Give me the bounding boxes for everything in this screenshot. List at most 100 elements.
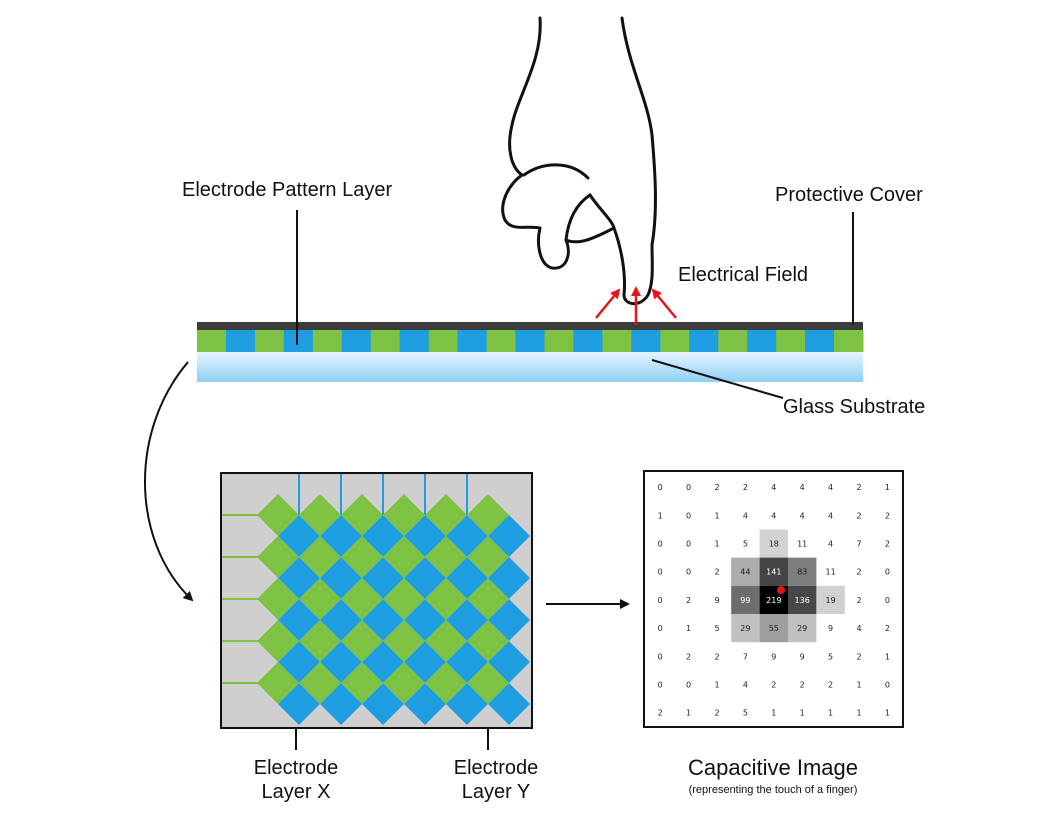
capacitive-cell-value: 1 <box>800 709 805 718</box>
capacitive-cell-value: 2 <box>885 511 890 520</box>
glass-substrate-layer <box>197 352 863 382</box>
capacitive-cell-value: 0 <box>658 652 663 661</box>
capacitive-cell-shade <box>816 585 845 614</box>
electrode-diamond <box>299 578 341 620</box>
electrode-diamond <box>425 578 467 620</box>
capacitive-cell-value: 0 <box>658 483 663 492</box>
electrode-diamond <box>467 536 509 578</box>
capacitive-cell-value: 2 <box>856 483 861 492</box>
label-electrode-layer-x: Electrode Layer X <box>236 756 356 804</box>
electrode-diamonds <box>257 494 530 725</box>
capacitive-image-subtitle: (representing the touch of a finger) <box>688 784 858 796</box>
electrode-strip-segment <box>631 330 661 352</box>
electrode-pattern-layer <box>197 330 864 352</box>
capacitive-cell-value: 0 <box>885 568 890 577</box>
electric-field-arrows-icon <box>595 286 677 325</box>
electrode-strip-segment <box>225 330 256 352</box>
electrode-diamond <box>383 620 425 662</box>
capacitive-cell-value: 0 <box>658 596 663 605</box>
electrode-diamond <box>425 494 467 536</box>
capacitive-cell-value: 2 <box>714 483 719 492</box>
electrode-diamond <box>299 620 341 662</box>
electrode-strip-segment <box>197 330 227 352</box>
capacitive-cell-value: 2 <box>771 681 776 690</box>
label-glass-substrate: Glass Substrate <box>783 396 926 418</box>
capacitive-cell-value: 2 <box>714 652 719 661</box>
capacitive-cell-value: 19 <box>826 596 836 605</box>
capacitive-cell-value: 4 <box>800 511 805 520</box>
capacitive-cell-value: 1 <box>856 681 861 690</box>
electrode-diamond <box>341 578 383 620</box>
capacitive-cell-value: 4 <box>828 540 833 549</box>
capacitive-cell-shade <box>731 585 760 614</box>
capacitive-cell-value: 29 <box>797 624 807 633</box>
electrode-strip-segment <box>312 330 343 352</box>
electrode-strip-segment <box>718 330 748 352</box>
capacitive-cell-value: 83 <box>797 568 807 577</box>
electrode-strip-segment <box>457 330 488 352</box>
electrode-strip-segment <box>776 330 806 352</box>
leader-glass-substrate <box>651 359 784 399</box>
capacitive-cell-value: 2 <box>856 511 861 520</box>
electrode-diamond <box>299 662 341 704</box>
label-electrode-layer-x-line2: Layer X <box>261 781 331 803</box>
capacitive-cell-shade <box>788 557 817 586</box>
capacitive-cell-value: 7 <box>743 652 748 661</box>
capacitive-cell-value: 11 <box>826 568 836 577</box>
electrode-strip-segment <box>515 330 545 352</box>
capacitive-cell-value: 1 <box>658 511 663 520</box>
electrode-diamond <box>257 494 299 536</box>
capacitive-cell-value: 9 <box>771 652 776 661</box>
electrode-diamond <box>341 536 383 578</box>
capacitive-cell-value: 11 <box>797 540 807 549</box>
capacitive-image-title: Capacitive Image <box>688 755 858 780</box>
capacitive-cell-value: 2 <box>743 483 748 492</box>
electrode-diamond <box>425 662 467 704</box>
capacitive-cell-value: 2 <box>714 568 719 577</box>
capacitive-cell-value: 1 <box>885 483 890 492</box>
electrode-diamond <box>467 578 509 620</box>
electrode-diamond <box>383 536 425 578</box>
capacitive-cell-shade <box>731 557 760 586</box>
capacitive-cell-value: 5 <box>743 540 748 549</box>
capacitive-cell-value: 4 <box>856 624 861 633</box>
capacitive-cell-value: 4 <box>743 511 748 520</box>
capacitive-cell-value: 2 <box>714 709 719 718</box>
capacitive-cell-value: 9 <box>828 624 833 633</box>
capacitive-cell-value: 1 <box>885 709 890 718</box>
capacitive-cell-value: 2 <box>856 568 861 577</box>
label-electrode-layer-y-line1: Electrode <box>453 757 539 779</box>
capacitive-cell-value: 5 <box>714 624 719 633</box>
capacitive-cell-value: 2 <box>856 596 861 605</box>
electrode-diamond <box>299 494 341 536</box>
electrode-diamond <box>257 662 299 704</box>
capacitive-cell-value: 2 <box>658 709 663 718</box>
capacitive-cell-value: 1 <box>686 624 691 633</box>
capacitive-cell-value: 2 <box>686 652 691 661</box>
capacitive-cell-value: 44 <box>740 568 750 577</box>
electrode-strip-segment <box>660 330 690 352</box>
capacitive-cell-value: 4 <box>771 511 776 520</box>
hand-icon <box>501 16 657 306</box>
capacitive-cell-value: 1 <box>714 540 719 549</box>
electrode-diamond <box>383 662 425 704</box>
capacitive-cell-value: 141 <box>766 568 781 577</box>
label-protective-cover: Protective Cover <box>775 184 923 206</box>
capacitive-cell-value: 2 <box>686 596 691 605</box>
capacitive-cell-value: 99 <box>740 596 750 605</box>
electrode-diamond <box>383 494 425 536</box>
capacitive-cell-shade <box>759 529 788 558</box>
electrode-diamond <box>257 536 299 578</box>
capacitive-cell-value: 2 <box>800 681 805 690</box>
electrode-strip-segment <box>486 330 517 352</box>
electrode-strip-segment <box>834 330 864 352</box>
capacitive-cell-value: 1 <box>714 511 719 520</box>
capacitive-cell-value: 0 <box>658 540 663 549</box>
electrode-strip-segment <box>544 330 574 352</box>
capacitive-cell-value: 136 <box>795 596 810 605</box>
label-electrode-layer-y: Electrode Layer Y <box>436 756 556 804</box>
capacitive-cell-value: 9 <box>714 596 719 605</box>
electrode-strip-segment <box>370 330 401 352</box>
